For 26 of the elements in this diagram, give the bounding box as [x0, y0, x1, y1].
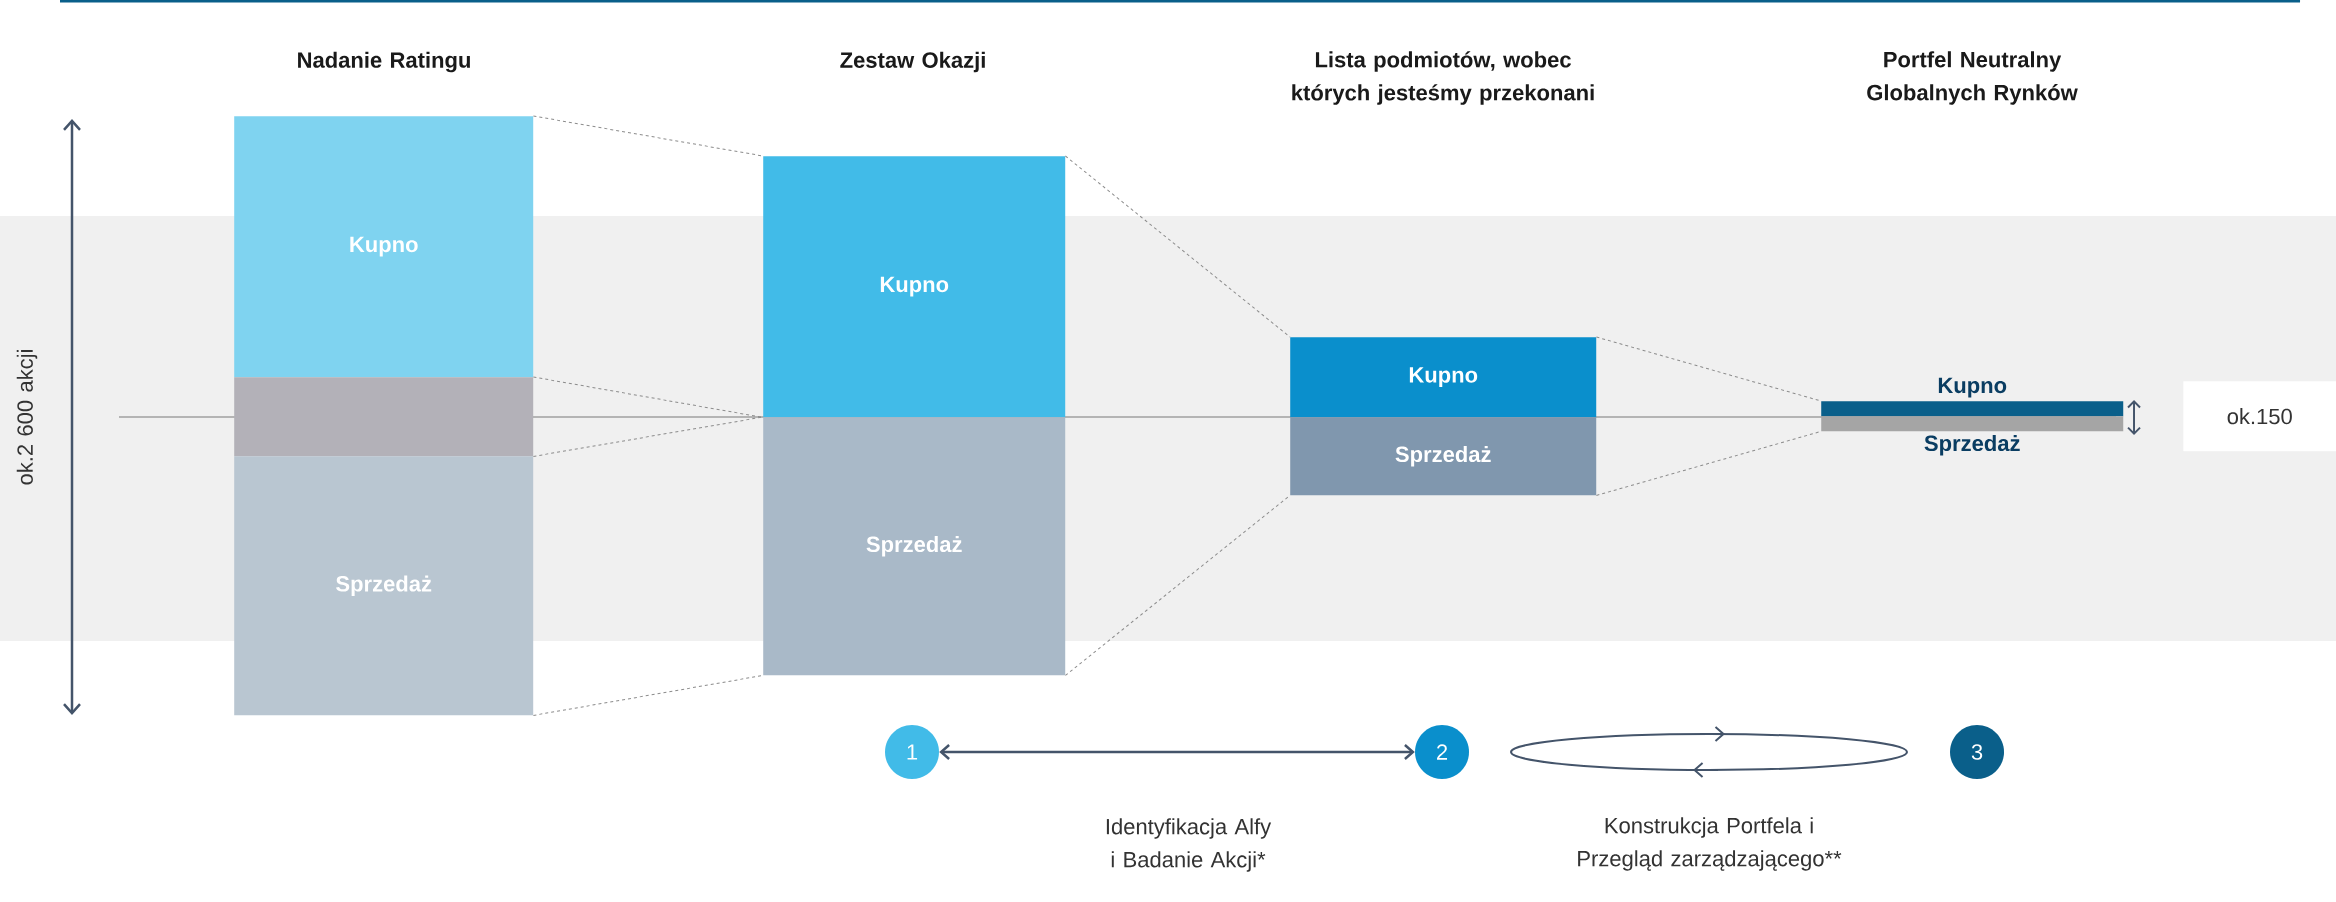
column-title: Portfel Neutralny Globalnych Rynków [1867, 51, 2078, 105]
segment-box: Sprzedaż [234, 456, 534, 716]
step-number: 3 [1950, 725, 2005, 779]
segment-box [234, 377, 534, 457]
step-caption: Identyfikacja Alfy i Badanie Akcji* [1106, 818, 1272, 872]
funnel-line [1595, 336, 1822, 402]
step-caption: Konstrukcja Portfela i Przegląd zarządzającego** [1578, 817, 1842, 871]
segment-box: Kupno [234, 116, 534, 378]
segment-box: Sprzedaż [1290, 417, 1597, 496]
segment-bar: Sprzedaż [1821, 416, 2124, 456]
segment-box: Kupno [1290, 337, 1597, 418]
step-number: 2 [1415, 725, 1469, 779]
funnel-line [1064, 494, 1291, 676]
count-box: ok.150 [2183, 381, 2336, 452]
step-number: 1 [885, 725, 939, 779]
column-title: Nadanie Ratingu [298, 51, 470, 73]
node-label: Sprzedaż [1924, 434, 2020, 456]
arrow [939, 744, 1415, 760]
column-title: Lista podmiotów, wobec których jesteśmy przekonani [1292, 51, 1594, 105]
segment-box: Sprzedaż [763, 417, 1066, 676]
segment-box: Kupno [763, 156, 1066, 418]
node-label: Kupno [1938, 377, 2007, 398]
column-title: Zestaw Okazji [840, 51, 985, 73]
funnel-line [1064, 155, 1291, 338]
range-label: ok.2 600 akcji [16, 350, 38, 485]
segment-bar: Kupno [1821, 377, 2124, 417]
